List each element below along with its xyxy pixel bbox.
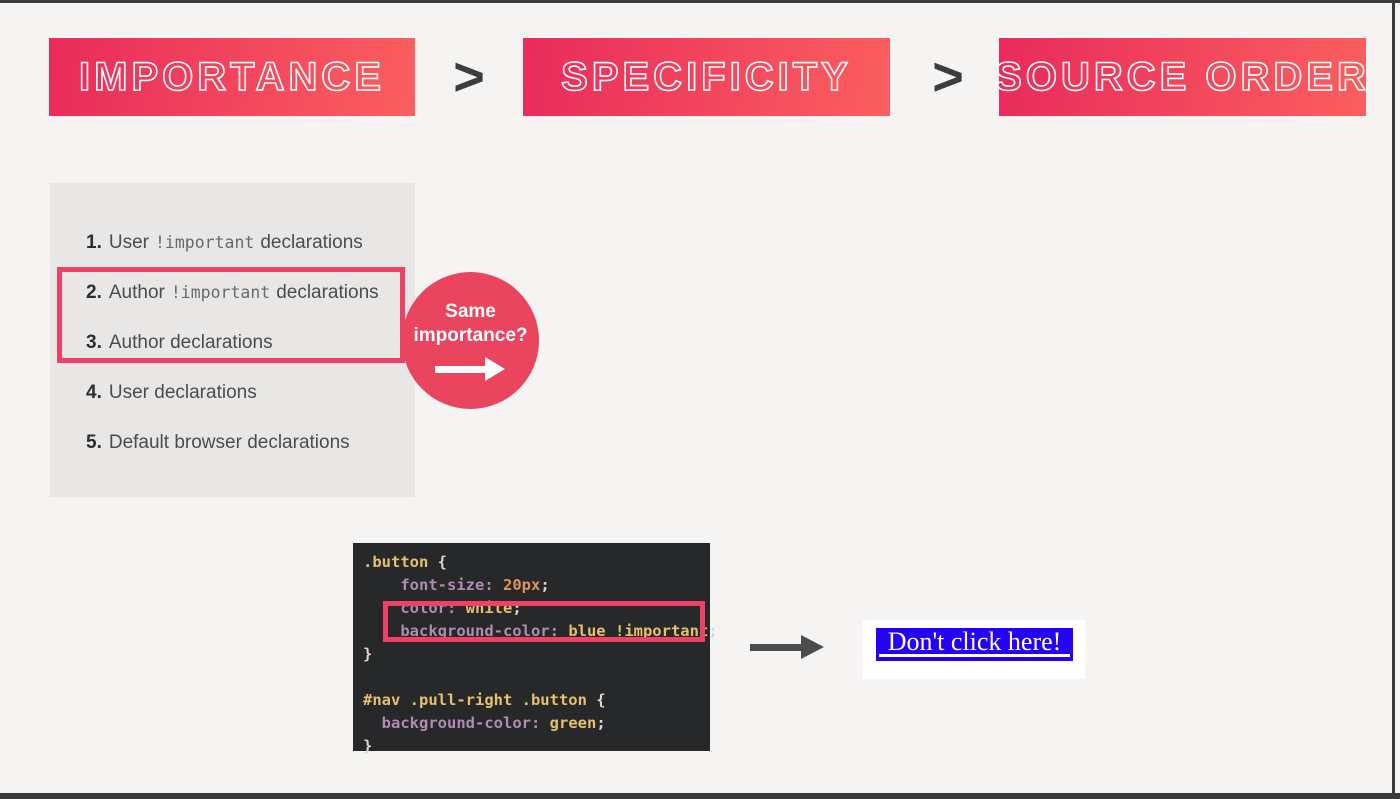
code-highlight-box <box>383 601 705 642</box>
dont-click-here-link[interactable]: Don't click here! <box>876 628 1073 661</box>
frame-border-top <box>0 0 1400 3</box>
priority-item-text: User <box>108 232 149 253</box>
badge-text-line2: importance? <box>413 325 528 346</box>
priority-item-text: Author declarations <box>108 332 273 353</box>
priority-list-item: 2. Author !important declarations <box>86 282 379 306</box>
priority-item-number: 1. <box>86 232 102 253</box>
priority-list-panel: 1. User !important declarations 2. Author !imp… <box>50 183 415 497</box>
priority-list-item: 1. User !important declarations <box>86 232 363 256</box>
code-line: background-color: green; <box>381 714 606 732</box>
code-line: .button { <box>363 553 447 571</box>
priority-item-text: Default browser declarations <box>108 432 350 453</box>
banner-specificity-label: SPECIFICITY <box>560 54 852 100</box>
badge-text-line1: Same <box>445 301 496 322</box>
priority-item-number: 3. <box>86 332 102 353</box>
greater-than-separator-1: > <box>453 47 485 107</box>
priority-list-item: 5. Default browser declarations <box>86 432 350 456</box>
banner-specificity: SPECIFICITY <box>523 38 890 116</box>
priority-highlight-box <box>57 267 405 363</box>
dont-click-here-label: Don't click here! <box>879 628 1070 657</box>
browser-preview-card: Don't click here! <box>863 620 1085 679</box>
code-line: #nav .pull-right .button { <box>363 691 606 709</box>
result-arrow-icon <box>750 635 824 659</box>
priority-item-text: declarations <box>260 232 363 253</box>
banner-source-order-label: SOURCE ORDER <box>994 54 1370 100</box>
frame-border-right <box>1392 0 1395 799</box>
greater-than-separator-2: > <box>932 47 964 107</box>
right-arrow-icon <box>434 357 507 381</box>
priority-item-number: 5. <box>86 432 102 453</box>
banner-importance: IMPORTANCE <box>49 38 415 116</box>
priority-item-code: !important <box>170 283 271 302</box>
priority-item-code: !important <box>154 233 255 252</box>
frame-border-bottom <box>0 793 1400 799</box>
priority-item-text: User declarations <box>108 382 257 403</box>
code-line <box>363 666 710 689</box>
priority-item-text: declarations <box>276 282 379 303</box>
priority-item-text: Author <box>108 282 165 303</box>
priority-item-number: 2. <box>86 282 102 303</box>
priority-list-item: 3. Author declarations <box>86 332 273 356</box>
priority-list-item: 4. User declarations <box>86 382 257 406</box>
code-line: } <box>363 645 373 663</box>
banner-importance-label: IMPORTANCE <box>78 54 385 100</box>
code-line: } <box>363 737 373 755</box>
code-line: font-size: 20px; <box>400 576 550 594</box>
banner-source-order: SOURCE ORDER <box>994 38 1367 116</box>
code-line: background-color: blue !important; <box>400 622 718 640</box>
same-importance-badge: Same importance? <box>402 272 539 409</box>
css-code-block: .button { font-size: 20px; color: white;… <box>353 543 718 755</box>
priority-item-number: 4. <box>86 382 102 403</box>
